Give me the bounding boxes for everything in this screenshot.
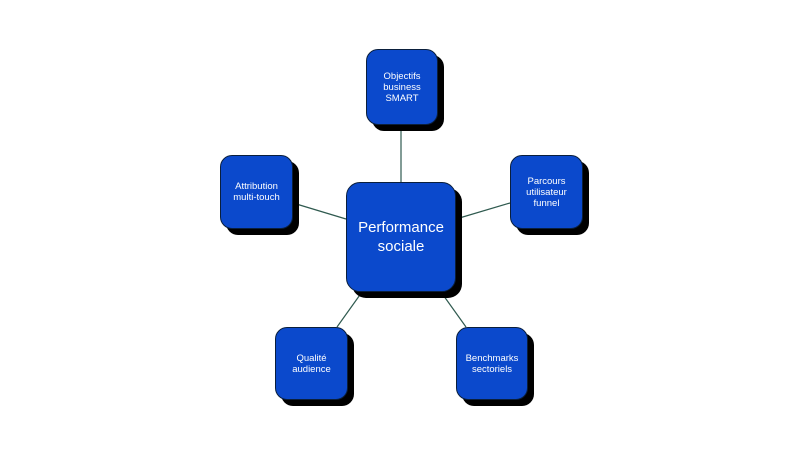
node-label: Attribution multi-touch <box>233 181 280 203</box>
connector-right <box>455 202 511 220</box>
node-objectifs-business: Objectifs business SMART <box>366 49 438 125</box>
connector-bottom-left <box>336 291 363 328</box>
node-label: Parcours utilisateur funnel <box>526 175 567 209</box>
connector-bottom-right <box>440 291 467 328</box>
node-label: Benchmarks sectoriels <box>465 352 519 375</box>
node-qualite-audience: Qualité audience <box>275 327 348 400</box>
center-node: Performance sociale <box>346 182 456 292</box>
node-attribution: Attribution multi-touch <box>220 155 293 229</box>
center-node-label: Performance sociale <box>358 219 444 255</box>
node-label: Objectifs business SMART <box>383 70 421 104</box>
node-benchmarks-sectoriels: Benchmarks sectoriels <box>456 327 528 400</box>
connector-left <box>292 202 347 220</box>
node-label: Qualité audience <box>292 352 331 375</box>
node-parcours-utilisateur: Parcours utilisateur funnel <box>510 155 583 229</box>
